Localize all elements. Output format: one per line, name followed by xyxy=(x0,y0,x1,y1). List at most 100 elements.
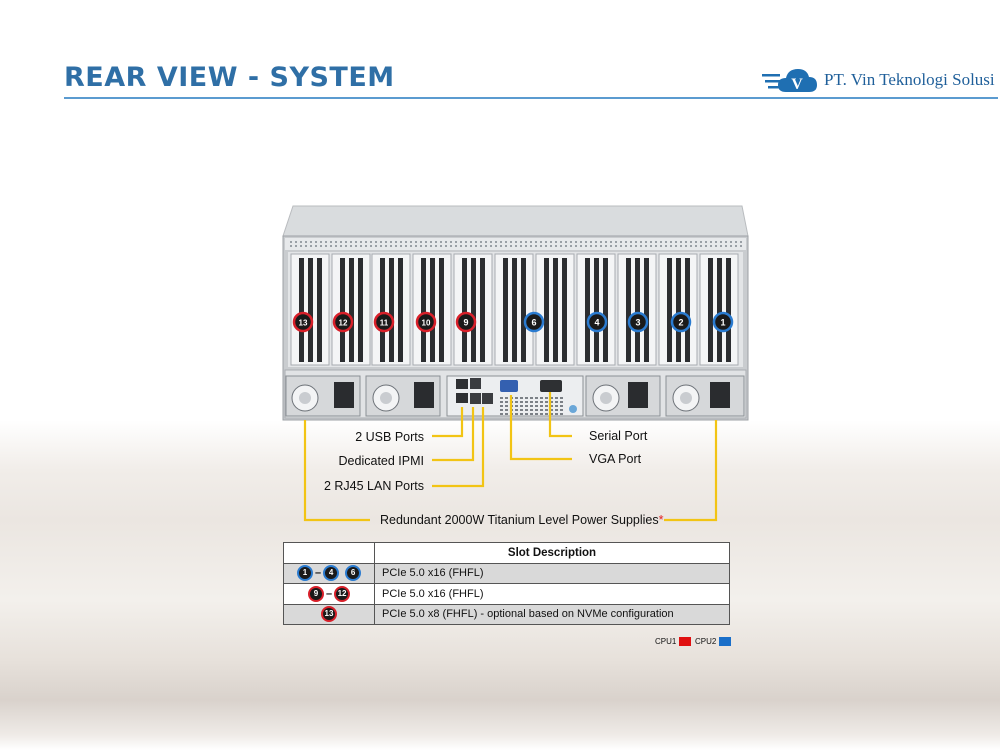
slot-badge: 6 xyxy=(345,565,362,582)
bracket-vent-slot xyxy=(635,258,640,362)
bracket-vent-slot xyxy=(708,258,713,362)
vga-port xyxy=(500,380,518,392)
slot-badge: 12 xyxy=(334,585,351,602)
slot-badge-number: 10 xyxy=(422,319,431,328)
range-dash: – xyxy=(314,567,322,580)
chassis-lid xyxy=(282,205,749,237)
serial-port xyxy=(540,380,562,392)
bracket-vent-slot xyxy=(603,258,608,362)
power-supply-1 xyxy=(285,375,361,417)
bracket-vent-slot xyxy=(644,258,649,362)
slot-badge-number: 4 xyxy=(594,318,599,328)
psu-label-text: Redundant 2000W Titanium Level Power Sup… xyxy=(380,513,659,527)
page-title: REAR VIEW - SYSTEM xyxy=(64,62,395,93)
usb-ports-label: 2 USB Ports xyxy=(355,430,424,444)
slot-badge-12: 12 xyxy=(332,311,354,333)
slot-badge: 13 xyxy=(321,606,337,623)
lan-port-2 xyxy=(482,393,493,404)
legend-cpu2-swatch xyxy=(719,637,731,646)
slot-badge-number: 11 xyxy=(380,319,389,328)
slot-description-cell: PCIe 5.0 x8 (FHFL) - optional based on N… xyxy=(374,603,730,625)
slot-badge-10: 10 xyxy=(415,311,437,333)
bracket-vent-slot xyxy=(667,258,672,362)
serial-port-label: Serial Port xyxy=(589,429,648,443)
ipmi-port xyxy=(470,378,481,389)
bracket-vent-slot xyxy=(544,258,549,362)
slot-badge-number: 1 xyxy=(720,318,725,328)
bracket-vent-slot xyxy=(594,258,599,362)
bracket-vent-slot xyxy=(308,258,313,362)
slot-badge-6: 6 xyxy=(523,311,545,333)
ipmi-label: Dedicated IPMI xyxy=(338,454,424,468)
table-header-blank xyxy=(283,542,375,564)
bracket-vent-slot xyxy=(358,258,363,362)
slot-description-cell: PCIe 5.0 x16 (FHFL) xyxy=(374,562,730,584)
bracket-vent-slot xyxy=(299,258,304,362)
io-panel xyxy=(446,375,584,417)
top-vent xyxy=(285,238,746,250)
slot-badge-number: 6 xyxy=(531,318,536,328)
usb-port-1 xyxy=(456,379,468,389)
callout-lines xyxy=(303,392,718,522)
bracket-vent-slot xyxy=(521,258,526,362)
bracket-vent-slot xyxy=(439,258,444,362)
usb-port-2 xyxy=(456,393,468,403)
slot-badge-2: 2 xyxy=(670,311,692,333)
bracket-vent-slot xyxy=(626,258,631,362)
bracket-vent-slot xyxy=(585,258,590,362)
psu-footnote-mark: * xyxy=(658,513,664,527)
bracket-vent-slot xyxy=(421,258,426,362)
bracket-vent-slot xyxy=(430,258,435,362)
slot-badge-number: 13 xyxy=(299,319,308,328)
vga-port-label: VGA Port xyxy=(589,452,642,466)
bracket-vent-slot xyxy=(726,258,731,362)
slot-description-cell: PCIe 5.0 x16 (FHFL) xyxy=(374,583,730,605)
company-name: PT. Vin Teknologi Solusi xyxy=(824,70,995,89)
slot-badge-4: 4 xyxy=(586,311,608,333)
bracket-vent-slot xyxy=(349,258,354,362)
slot-ids-cell: 13 xyxy=(283,603,375,625)
power-supply-2 xyxy=(365,375,441,417)
slot-badge-number: 2 xyxy=(678,318,683,328)
bracket-vent-slot xyxy=(471,258,476,362)
bracket-vent-slot xyxy=(480,258,485,362)
slot-badge-9: 9 xyxy=(455,311,477,333)
company-logo: V xyxy=(762,69,817,93)
lan-ports-label: 2 RJ45 LAN Ports xyxy=(323,479,424,493)
slot-badge-1: 1 xyxy=(712,311,734,333)
psu-label: Redundant 2000W Titanium Level Power Sup… xyxy=(380,513,664,527)
cloud-logo-icon: V xyxy=(762,69,817,93)
range-dash: – xyxy=(325,587,333,600)
slot-badge-11: 11 xyxy=(373,311,395,333)
uid-led xyxy=(569,405,577,413)
legend-cpu2-label: CPU2 xyxy=(695,637,717,646)
lan-port-1 xyxy=(470,393,481,404)
slot-badge: 4 xyxy=(323,565,340,582)
bracket-vent-slot xyxy=(317,258,322,362)
slot-badge-3: 3 xyxy=(627,311,649,333)
bracket-vent-slot xyxy=(380,258,385,362)
bracket-vent-slot xyxy=(717,258,722,362)
slot-ids-cell: 9–12 xyxy=(283,583,375,605)
bracket-vent-slot xyxy=(398,258,403,362)
bracket-vent-slot xyxy=(503,258,508,362)
table-row: 13 PCIe 5.0 x8 (FHFL) - optional based on… xyxy=(283,603,730,625)
logo-letter: V xyxy=(791,76,803,93)
bracket-vent-slot xyxy=(685,258,690,362)
slot-badge-number: 9 xyxy=(463,318,468,328)
bracket-vent-slot xyxy=(676,258,681,362)
slot-badge-number: 3 xyxy=(635,318,640,328)
legend-cpu1-label: CPU1 xyxy=(655,637,677,646)
legend-cpu1-swatch xyxy=(679,637,691,646)
slot-badge: 1 xyxy=(296,565,313,582)
slot-badge: 9 xyxy=(307,585,324,602)
slot-badge-13: 13 xyxy=(292,311,314,333)
bracket-vent-slot xyxy=(562,258,567,362)
slot-badge-number: 12 xyxy=(339,319,348,328)
table-header-slot-description: Slot Description xyxy=(374,542,730,564)
